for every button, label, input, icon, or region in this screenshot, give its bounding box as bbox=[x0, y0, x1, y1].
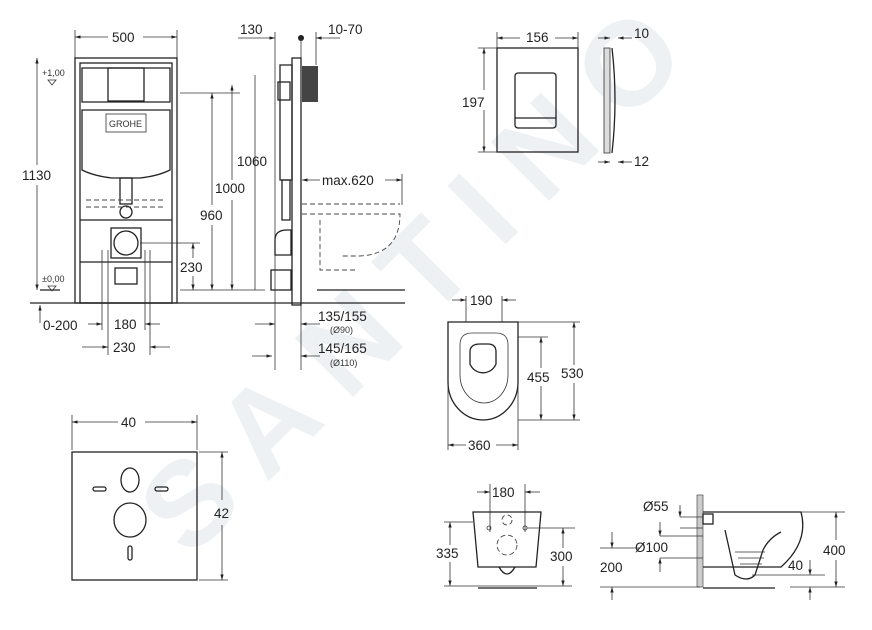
dim-145-165: 145/165 bbox=[318, 341, 367, 356]
dim-0-200: 0-200 bbox=[43, 318, 78, 333]
dim-toilet-455: 455 bbox=[527, 370, 550, 385]
dim-toilet-530: 530 bbox=[561, 366, 584, 381]
dim-seal-42: 42 bbox=[214, 506, 229, 521]
grohe-logo: GROHE bbox=[109, 119, 142, 129]
dim-960: 960 bbox=[200, 208, 223, 223]
toilet-top-view: 190 455 530 360 bbox=[447, 293, 584, 453]
toilet-side-view: Ø55 Ø100 200 40 400 bbox=[600, 494, 846, 600]
level-zero: ±0,00 bbox=[42, 274, 64, 284]
dim-front-180: 180 bbox=[492, 485, 515, 500]
dim-plate-156: 156 bbox=[526, 30, 549, 45]
dim-front-300: 300 bbox=[550, 549, 573, 564]
dim-width-500: 500 bbox=[112, 30, 135, 45]
dim-1060: 1060 bbox=[237, 154, 267, 169]
dim-180: 180 bbox=[114, 317, 137, 332]
toilet-front-view: 180 335 300 bbox=[436, 484, 575, 589]
seal-plate-drawing: 40 42 bbox=[71, 415, 229, 581]
flush-plate-drawing: 156 197 10 12 bbox=[462, 26, 649, 169]
dim-side-dia-100: Ø100 bbox=[635, 540, 668, 555]
dim-side-400: 400 bbox=[823, 543, 846, 558]
dim-seal-40: 40 bbox=[121, 415, 136, 430]
dim-10-70: 10-70 bbox=[328, 22, 363, 37]
frame-front-view: 500 GROHE +1,00 ±0,00 1130 960 bbox=[22, 30, 405, 355]
dim-dia-90: (Ø90) bbox=[330, 325, 353, 335]
frame-side-view: 130 10-70 1060 max.620 135/155 (Ø90) 145… bbox=[237, 22, 405, 370]
dim-plate-12: 12 bbox=[634, 154, 649, 169]
dim-toilet-360: 360 bbox=[468, 438, 491, 453]
dim-230-bottom: 230 bbox=[113, 340, 136, 355]
dim-230: 230 bbox=[180, 260, 203, 275]
dim-front-335: 335 bbox=[436, 546, 459, 561]
dim-135-155: 135/155 bbox=[318, 309, 367, 324]
dim-side-40: 40 bbox=[788, 558, 803, 573]
dim-side-dia-55: Ø55 bbox=[643, 499, 669, 514]
level-top: +1,00 bbox=[42, 68, 65, 78]
dim-max-620: max.620 bbox=[322, 173, 374, 188]
dim-toilet-190: 190 bbox=[470, 293, 493, 308]
dim-1000: 1000 bbox=[215, 181, 245, 196]
dim-130: 130 bbox=[240, 22, 263, 37]
dim-dia-110: (Ø110) bbox=[330, 358, 357, 368]
watermark: SANTINO bbox=[114, 0, 729, 578]
dim-plate-10: 10 bbox=[634, 26, 649, 41]
dim-plate-197: 197 bbox=[462, 95, 485, 110]
dim-height-1130: 1130 bbox=[22, 168, 51, 183]
dim-side-200: 200 bbox=[600, 560, 623, 575]
